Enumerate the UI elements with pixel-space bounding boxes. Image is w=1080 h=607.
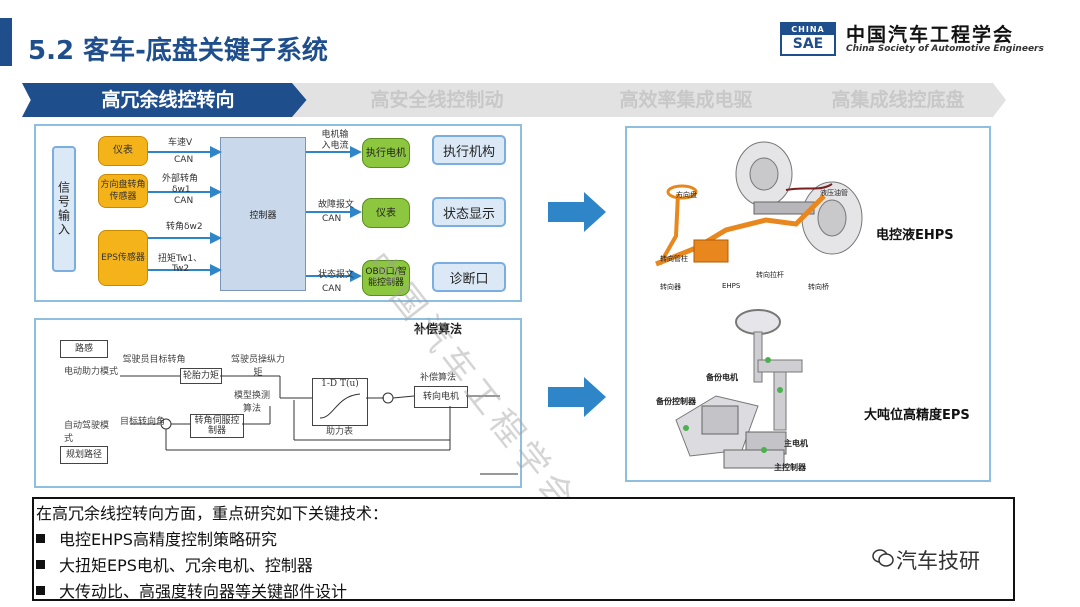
output-dashboard: 仪表 [362,198,410,228]
label-speed: 车速V [168,138,193,148]
control-flow-lines [120,375,518,475]
summary-bullet-3-text: 大传动比、高强度转向器等关键部件设计 [59,582,348,601]
label-can-3: CAN [322,214,342,224]
ehps-illustration [655,141,863,267]
ehps-part-column: 转向管柱 [660,255,688,263]
steer-motor-box: 转向电机 [414,386,468,408]
tab-braking[interactable]: 高安全线控制动 [292,83,582,117]
servo-ctrl-box: 转角伺服控制器 [190,414,244,438]
label-torque: 扭矩Tw1、 [158,254,203,264]
label-can-4: CAN [322,284,342,294]
label-tw2: Tw2 [172,264,190,274]
signal-input-box: 信号输入 [52,146,76,272]
tab-steering[interactable]: 高冗余线控转向 [22,83,314,117]
target-status-display: 状态显示 [432,197,506,227]
org-name-en: China Society of Automotive Engineers [846,44,1044,54]
org-name-cn: 中国汽车工程学会 [846,24,1015,46]
tab-e-drive[interactable]: 高效率集成电驱 [562,83,810,117]
summary-intro: 在高冗余线控转向方面，重点研究如下关键技术： [36,504,389,523]
eps-part-backup-controller: 备份控制器 [656,397,696,406]
ehps-part-gear: 转向器 [660,283,681,291]
sensor-dashboard: 仪表 [98,136,148,166]
eps-illustration [675,309,803,469]
ehps-part-oil-pipe: 液压油管 [820,189,848,197]
title-accent-bar [0,18,12,66]
summary-bullet-1-text: 电控EHPS高精度控制策略研究 [59,530,277,549]
sensor-eps: EPS传感器 [98,230,148,286]
assist-curve-label: 1-D T(u) [321,379,359,389]
road-feel-box: 路感 [60,340,108,358]
control-diagram-title: 补偿算法 [414,322,463,336]
sensor-steering-angle: 方向盘转角传感器 [98,174,148,208]
label-angle-2: 转角δw2 [166,222,203,232]
label-status-msg: 状态报文 [318,270,355,280]
electric-mode-label: 电动助力模式 [64,367,119,377]
eps-part-backup-motor: 备份电机 [706,373,738,382]
summary-bullet-1: 电控EHPS高精度控制策略研究 [36,526,277,550]
tab-chassis[interactable]: 高集成线控底盘 [790,83,1006,117]
plan-path-box: 规划路径 [60,446,108,464]
logo-top-text: CHINA [782,24,834,35]
ehps-part-axle: 转向桥 [808,283,829,291]
wechat-account-name: 汽车技研 [896,549,980,573]
bullet-square-icon [36,560,45,569]
comp-alg-label: 补偿算法 [420,373,457,383]
label-motor-current: 电机输入电流 [321,130,349,151]
target-angle-label: 目标转向角 [120,417,166,427]
page-title: 5.2 客车-底盘关键子系统 [28,36,328,66]
input-arrows [148,146,222,276]
label-fault-msg: 故障报文 [318,200,355,210]
target-actuator: 执行机构 [432,135,506,165]
arrow-to-ehps [548,192,606,232]
output-obd: OBD口/智能控制器 [362,260,410,296]
label-can-1: CAN [174,155,194,165]
summary-bullet-2: 大扭矩EPS电机、冗余电机、控制器 [36,552,313,576]
driver-force-label: 驾驶员操纵力矩 [230,355,285,378]
controller-box: 控制器 [220,137,306,291]
summary-box [32,497,1015,601]
driver-target-label: 驾驶员目标转角 [122,355,186,365]
label-dw1: δw1 [172,185,191,195]
ehps-label: 电控液EHPS [876,228,954,243]
summary-bullet-3: 大传动比、高强度转向器等关键部件设计 [36,578,347,602]
arrow-to-eps [548,377,606,417]
bullet-square-icon [36,534,45,543]
assist-curve-icon [319,393,361,419]
wechat-icon [872,549,894,567]
output-motor: 执行电机 [362,138,410,168]
auto-mode-label: 自动驾驶模式 [64,421,110,444]
mode-switch-label: 模型换测算法 [233,391,270,414]
eps-label: 大吨位高精度EPS [864,408,970,423]
label-can-2: CAN [174,196,194,206]
label-ext-angle: 外部转角 [162,174,199,184]
summary-bullet-2-text: 大扭矩EPS电机、冗余电机、控制器 [59,556,313,575]
assist-table-label: 助力表 [326,427,354,437]
ehps-part-tie-rod: 转向拉杆 [756,271,784,279]
logo-bottom-text: SAE [792,36,824,52]
eps-part-main-controller: 主控制器 [774,463,806,472]
china-sae-logo: CHINA SAE [780,22,836,56]
eps-part-main-motor: 主电机 [784,439,808,448]
ehps-part-steering-wheel: 方向盘 [676,191,697,199]
target-diagnostic-port: 诊断口 [432,262,506,292]
output-arrows [306,146,362,282]
bullet-square-icon [36,586,45,595]
ehps-part-ehps: EHPS [722,282,741,290]
